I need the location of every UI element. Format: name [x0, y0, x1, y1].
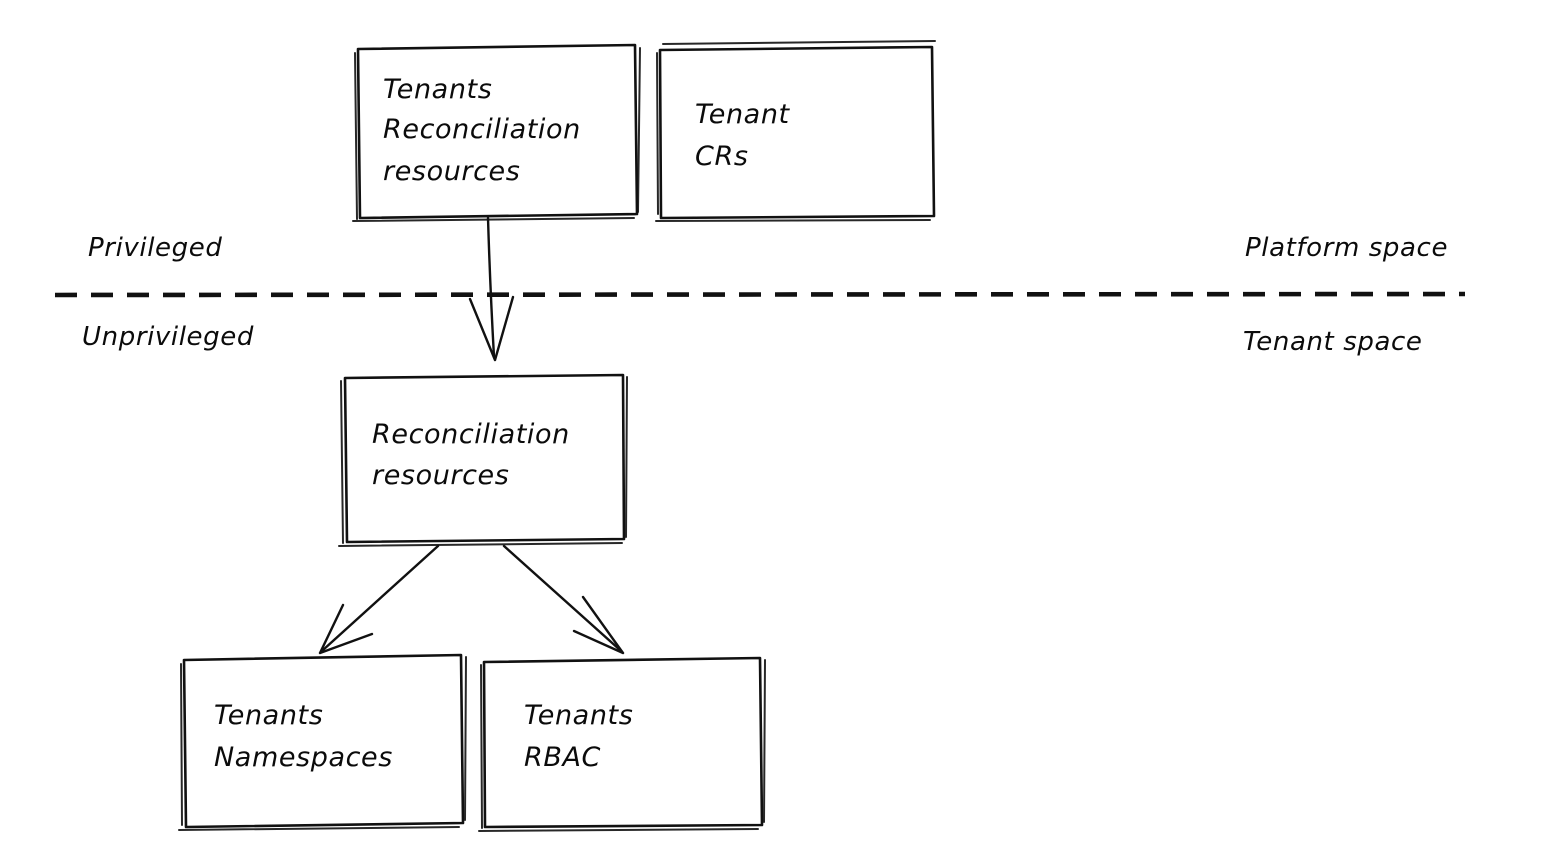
node-label-line-1: Tenant	[695, 99, 791, 130]
zone-label-privileged: Privileged	[88, 233, 222, 263]
node-box-outline-double	[352, 47, 641, 222]
arrowhead-down-icon	[468, 295, 515, 362]
node-label-line-1: Reconciliation	[372, 419, 570, 450]
node-label-line-2: resources	[372, 460, 509, 491]
node-reconciliation-resources[interactable]: Reconciliation resources	[338, 373, 628, 547]
node-box-outline	[658, 45, 936, 220]
node-box-outline	[482, 656, 764, 829]
node-label-line-2: RBAC	[524, 742, 601, 773]
node-box-outline	[182, 653, 465, 829]
node-label-line-3: resources	[383, 156, 520, 187]
node-label-line-2: Reconciliation	[383, 114, 581, 145]
node-label-line-1: Tenants	[214, 700, 323, 731]
edge-to-namespaces	[318, 544, 440, 655]
node-label-line-1: Tenants	[524, 700, 633, 731]
arrowhead-down-left-icon	[318, 603, 374, 655]
edge-line	[321, 544, 440, 652]
edge-platform-to-tenant	[468, 216, 515, 362]
node-box-outline-double	[338, 376, 628, 547]
arrowhead-down-right-icon	[572, 595, 625, 655]
node-box-outline-double	[655, 40, 936, 222]
node-tenants-reconciliation-resources[interactable]: Tenants Reconciliation resources	[352, 43, 641, 222]
edge-line	[502, 544, 622, 652]
privilege-divider-line	[54, 291, 1466, 298]
node-tenant-crs[interactable]: Tenant CRs	[655, 40, 936, 222]
node-tenants-rbac[interactable]: Tenants RBAC	[478, 656, 766, 832]
node-box-outline-double	[178, 656, 467, 831]
node-box-outline-double	[478, 659, 766, 832]
node-box-outline	[356, 43, 639, 220]
zone-label-unprivileged: Unprivileged	[82, 322, 254, 352]
node-label-line-2: Namespaces	[214, 742, 393, 773]
edge-line	[486, 216, 496, 359]
node-label-line-2: CRs	[695, 141, 748, 172]
edge-to-rbac	[502, 544, 625, 655]
node-box-outline	[343, 373, 626, 544]
zone-label-platform-space: Platform space	[1245, 233, 1448, 263]
zone-label-tenant-space: Tenant space	[1243, 327, 1423, 357]
node-label-line-1: Tenants	[383, 74, 492, 105]
node-tenants-namespaces[interactable]: Tenants Namespaces	[178, 653, 467, 831]
